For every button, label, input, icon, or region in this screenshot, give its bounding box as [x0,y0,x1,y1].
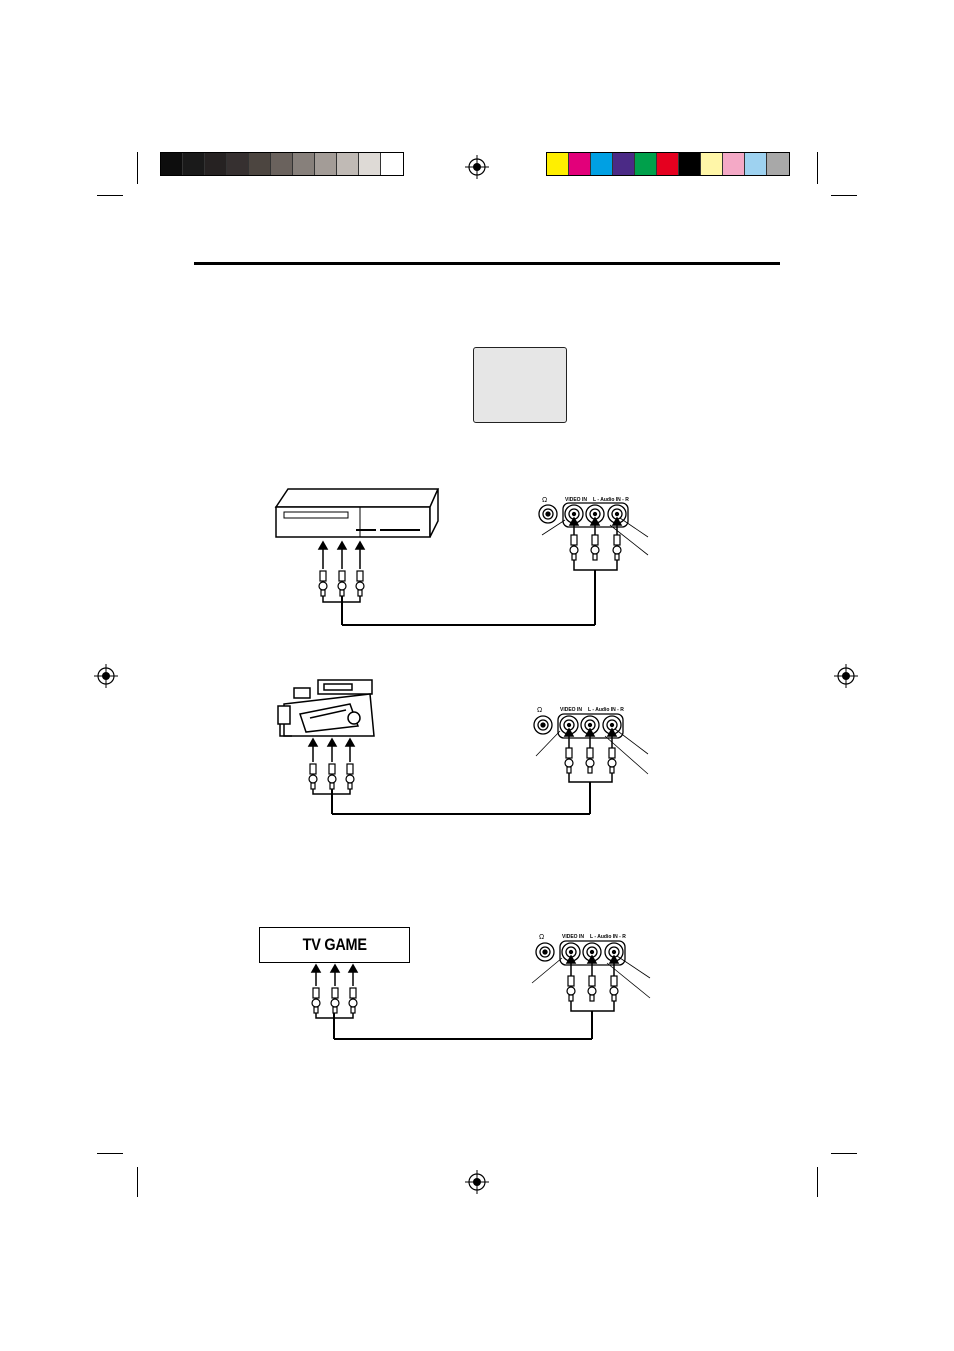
gray-swatch [227,153,249,175]
color-swatch [613,153,635,175]
color-swatch [723,153,745,175]
color-swatch [569,153,591,175]
gray-swatch [359,153,381,175]
color-swatch [591,153,613,175]
gray-swatch [249,153,271,175]
crop-mark [831,1153,857,1154]
crop-mark [817,1167,818,1197]
registration-target-icon [465,1170,489,1194]
svg-text:L - Audio IN - R: L - Audio IN - R [590,934,626,940]
camcorder-icon [277,679,375,737]
crop-mark [817,152,818,184]
crop-mark [97,195,123,196]
camcorder-connection-diagram: Ω VIDEO IN L - Audio IN - R [277,679,649,815]
gray-swatch [315,153,337,175]
svg-text:Ω: Ω [542,497,547,504]
gray-swatch [337,153,359,175]
svg-text:Ω: Ω [539,934,544,941]
vcr-icon [274,488,440,538]
header-rule [194,262,780,265]
color-swatch [657,153,679,175]
registration-target-icon [94,664,118,688]
svg-text:VIDEO IN: VIDEO IN [562,934,584,940]
color-swatch [635,153,657,175]
grayscale-color-bar [160,152,404,176]
tv-game-connection-diagram: Ω VIDEO IN L - Audio IN - R [310,934,651,1040]
color-swatch [745,153,767,175]
color-swatch [547,153,569,175]
gray-swatch [205,153,227,175]
svg-text:Ω: Ω [537,707,542,714]
color-swatch [701,153,723,175]
svg-text:L - Audio IN - R: L - Audio IN - R [588,707,624,713]
gray-swatch [161,153,183,175]
color-swatch [679,153,701,175]
svg-text:VIDEO IN: VIDEO IN [560,707,582,713]
registration-target-icon [834,664,858,688]
crop-mark [137,1167,138,1197]
tv-game-device: TV GAME [259,927,410,963]
svg-text:L - Audio IN - R: L - Audio IN - R [593,497,629,503]
crop-mark [831,195,857,196]
screen-display-box [473,347,567,423]
process-color-bar [546,152,790,176]
gray-swatch [293,153,315,175]
gray-swatch [183,153,205,175]
crop-mark [137,152,138,184]
vcr-connection-diagram: Ω VIDEO IN L - Audio IN - R [274,488,649,626]
tv-game-label: TV GAME [302,935,367,954]
svg-text:VIDEO IN: VIDEO IN [565,497,587,503]
gray-swatch [271,153,293,175]
gray-swatch [381,153,403,175]
crop-mark [97,1153,123,1154]
registration-target-icon [465,155,489,179]
color-swatch [767,153,789,175]
